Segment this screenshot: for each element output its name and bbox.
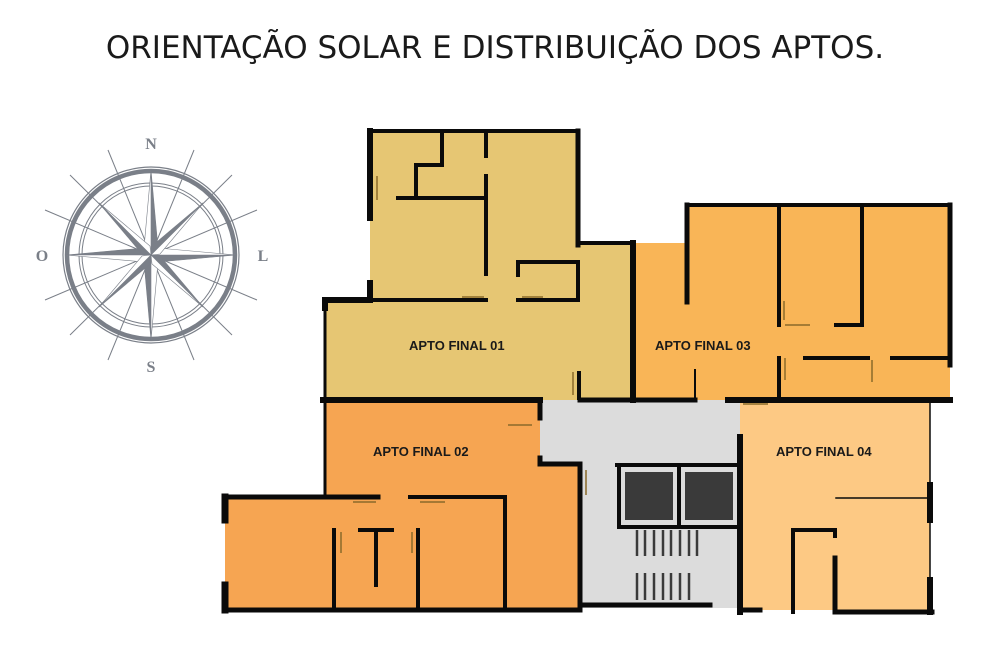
compass-north-label: N: [145, 136, 157, 153]
compass-east-label: L: [258, 248, 269, 265]
apto-final-02-area[interactable]: [225, 400, 580, 610]
stairs-icon: [635, 530, 699, 600]
elevator-icon: [625, 472, 733, 520]
page-title: ORIENTAÇÃO SOLAR E DISTRIBUIÇÃO DOS APTO…: [105, 30, 885, 66]
apto-final-02-label: APTO FINAL 02: [373, 444, 469, 459]
compass-west-label: O: [36, 248, 48, 265]
apto-final-04-area[interactable]: [740, 400, 930, 610]
apto-final-04-label: APTO FINAL 04: [776, 444, 872, 459]
compass-south-label: S: [147, 359, 156, 376]
apto-final-01-label: APTO FINAL 01: [409, 338, 505, 353]
apto-final-03-label: APTO FINAL 03: [655, 338, 751, 353]
compass-rose-icon: N S L O: [36, 136, 269, 376]
apto-final-03-area[interactable]: [633, 205, 950, 400]
